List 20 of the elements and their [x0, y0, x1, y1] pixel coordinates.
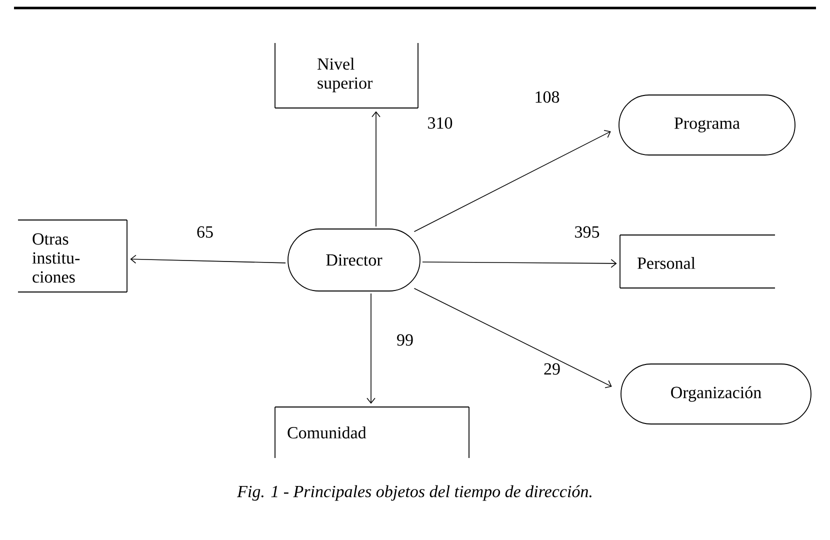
edge-label: 29: [542, 362, 562, 376]
open-box: Personal: [620, 234, 776, 288]
edge-label: 108: [533, 90, 561, 104]
edge-label: 395: [573, 225, 601, 239]
open-box: Otras institu- ciones: [18, 220, 128, 292]
arrow: [130, 254, 286, 264]
edge-label: 310: [426, 116, 454, 130]
arrow: [366, 293, 376, 404]
edge-label: 99: [396, 333, 414, 347]
arrow: [414, 288, 612, 388]
terminal-box: Organización: [620, 364, 812, 424]
terminal-box: Programa: [618, 94, 796, 156]
caption: Fig. 1 - Principales objetos del tiempo de dirección.: [237, 485, 592, 501]
open-box: Comunidad: [274, 406, 470, 458]
arrow: [414, 130, 611, 232]
arrow: [422, 259, 617, 268]
edge-label: 65: [196, 225, 214, 239]
arrow: [372, 111, 380, 227]
terminal-box: Director: [288, 228, 420, 292]
open-box: Nivel superior: [274, 42, 418, 108]
